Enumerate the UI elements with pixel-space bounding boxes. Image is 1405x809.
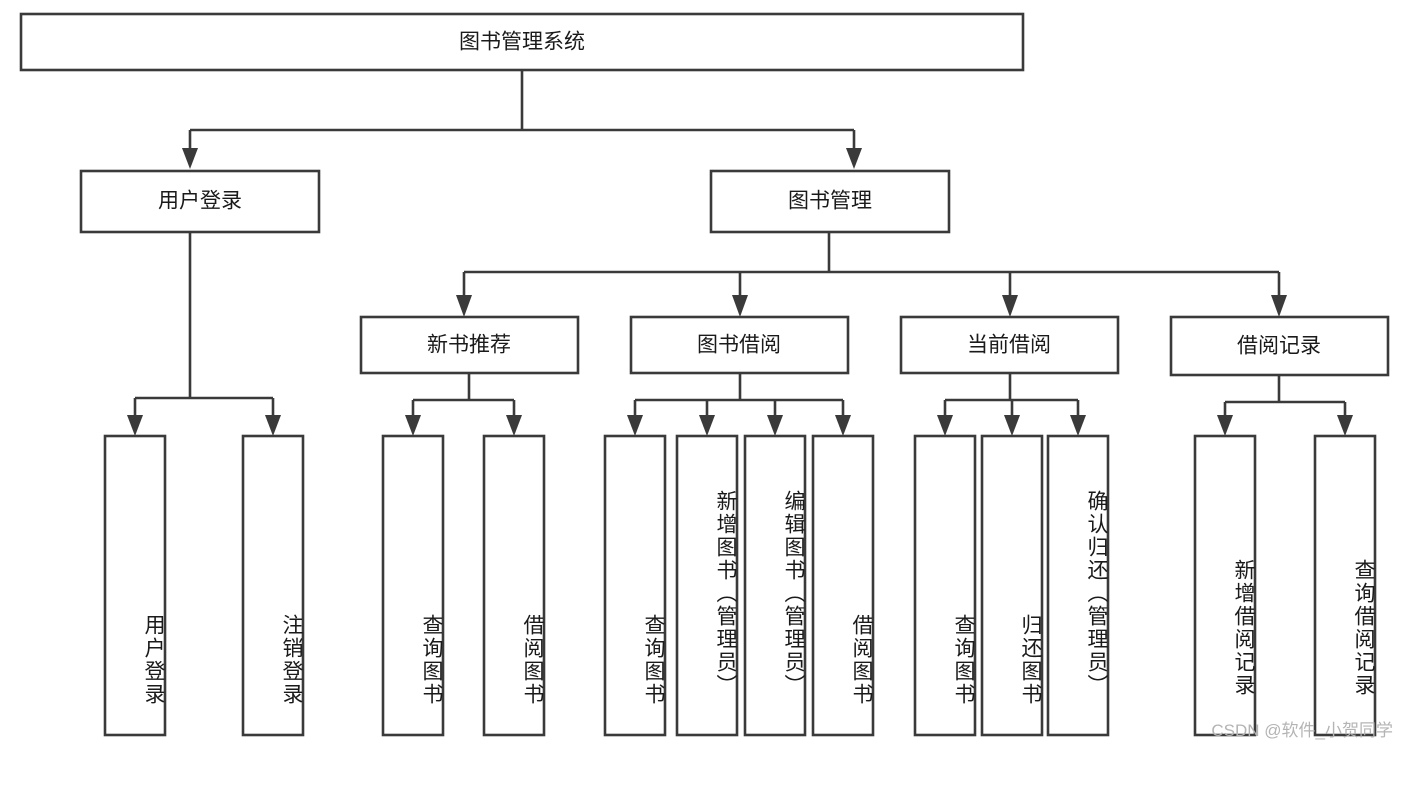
node-book-management[interactable]	[709, 169, 951, 234]
leaf-user-login-login[interactable]	[103, 434, 167, 737]
diagram-canvas: 图书管理系统 用户登录 图书管理 新书推荐 图书借阅 当前借阅 借阅记录	[19, 12, 1393, 740]
node-book-borrow-label: 图书借阅	[697, 334, 781, 357]
node-user-login-label: 用户登录	[158, 190, 242, 213]
leaf-bookborrow-add[interactable]	[675, 434, 739, 737]
connector-bookborrow-to-leaves	[627, 373, 851, 436]
node-book-borrow[interactable]	[629, 315, 850, 375]
leaf-bookborrow-borrow[interactable]	[811, 434, 875, 737]
leaf-newbook-borrow[interactable]	[482, 434, 546, 737]
connector-borrowrecord-to-leaves	[1217, 375, 1353, 436]
node-book-management-label: 图书管理	[788, 190, 872, 213]
leaf-currentborrow-return[interactable]	[980, 434, 1044, 737]
leaf-bookborrow-edit[interactable]	[743, 434, 807, 737]
watermark-label: CSDN @软件_小贺同学	[1211, 721, 1393, 740]
leaf-newbook-query[interactable]	[381, 434, 445, 737]
node-current-borrow[interactable]	[899, 315, 1120, 375]
leaf-borrowrecord-query[interactable]	[1313, 434, 1377, 737]
node-root-label: 图书管理系统	[459, 31, 585, 54]
node-new-book-recommend-label: 新书推荐	[427, 334, 511, 357]
node-new-book-recommend[interactable]	[359, 315, 580, 375]
connector-root-to-level1	[182, 70, 862, 169]
leaf-user-login-logout[interactable]	[241, 434, 305, 737]
connector-userlogin-to-leaves	[127, 232, 281, 436]
leaf-borrowrecord-add[interactable]	[1193, 434, 1257, 737]
leaf-currentborrow-confirm[interactable]	[1046, 434, 1110, 737]
diagram-svg: 图书管理系统 用户登录 图书管理 新书推荐 图书借阅 当前借阅 借阅记录	[19, 12, 1390, 737]
leaf-bookborrow-query[interactable]	[603, 434, 667, 737]
connector-bookmgmt-to-level2	[456, 232, 1287, 317]
node-user-login[interactable]	[79, 169, 321, 234]
node-root[interactable]	[19, 12, 1025, 72]
node-current-borrow-label: 当前借阅	[967, 334, 1051, 357]
connector-currentborrow-to-leaves	[937, 373, 1086, 436]
node-borrow-record[interactable]	[1169, 315, 1390, 377]
leaf-currentborrow-query[interactable]	[913, 434, 977, 737]
node-borrow-record-label: 借阅记录	[1237, 335, 1321, 358]
connector-newbook-to-leaves	[405, 373, 522, 436]
